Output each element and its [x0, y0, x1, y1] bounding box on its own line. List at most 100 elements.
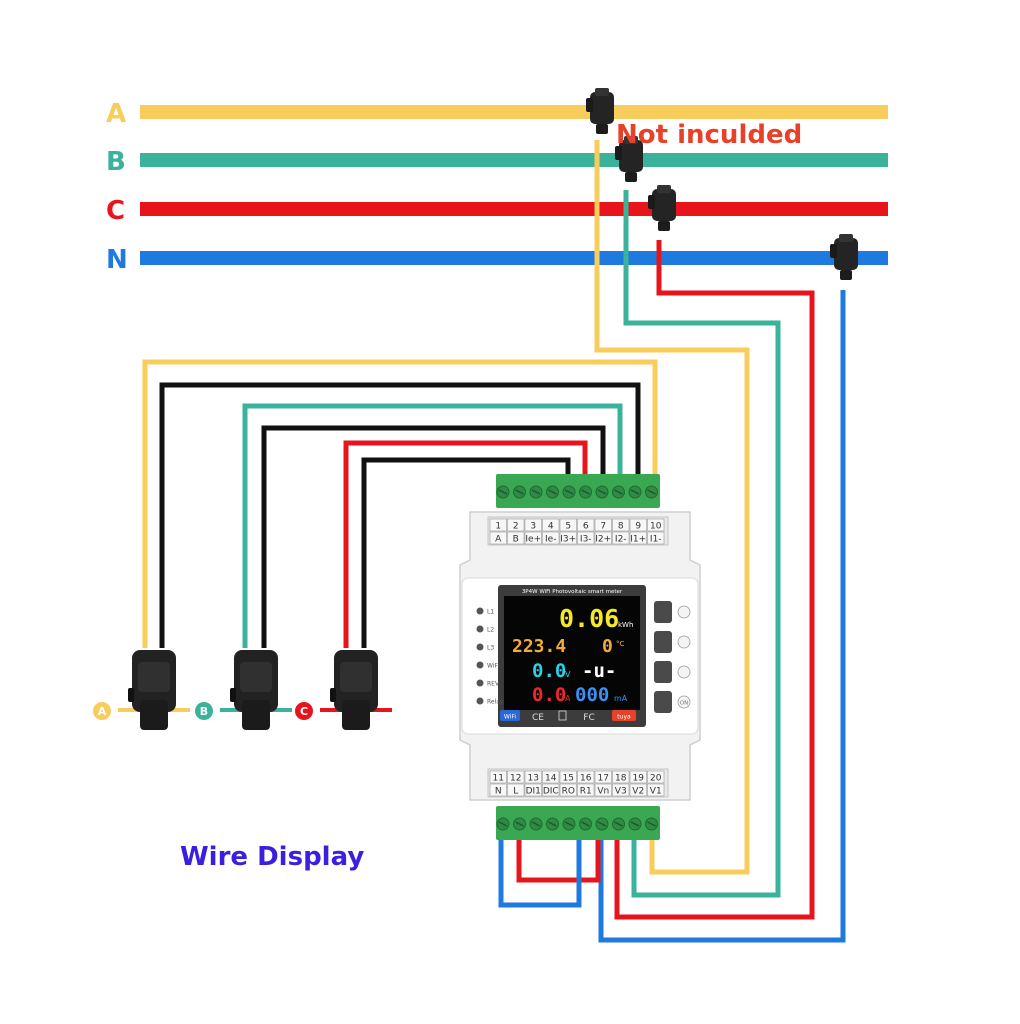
bottom-terminal-screw — [579, 817, 592, 831]
display-title: 3P4W WiFi Photovoltaic smart meter — [522, 589, 623, 595]
bottom-terminal-screw — [612, 817, 625, 831]
bottom-terminal-cell — [507, 783, 525, 797]
ct-clamp-badge — [93, 702, 111, 720]
not-included-label: Not inculded — [616, 120, 802, 150]
lcd-status: -u- — [582, 660, 616, 682]
top-terminal-cell — [559, 518, 577, 532]
panel-button[interactable] — [654, 691, 672, 713]
bottom-terminal-label: V2 — [632, 787, 644, 797]
top-terminal-cell — [647, 531, 665, 545]
bottom-terminal-cell — [647, 783, 665, 797]
top-terminal-cell — [542, 518, 560, 532]
ct-clamp-label: A — [98, 705, 107, 718]
bottom-terminal-label: V3 — [615, 787, 627, 797]
button-icon — [677, 635, 691, 649]
lcd-energy-unit: kWh — [618, 621, 633, 629]
bottom-terminal-number: 15 — [563, 774, 574, 784]
button-label: ON — [680, 701, 688, 707]
bottom-terminal-cell — [577, 770, 595, 784]
bottom-terminal-cell — [559, 783, 577, 797]
button-icon — [677, 605, 691, 619]
top-terminal-block — [496, 474, 660, 508]
top-terminal-screw — [496, 485, 510, 499]
ct-clamp-badge — [195, 702, 213, 720]
bottom-terminal-label: V1 — [650, 787, 662, 797]
panel-button[interactable] — [654, 601, 672, 623]
top-terminal-screw — [513, 485, 526, 499]
bottom-terminal-cell — [524, 783, 542, 797]
top-terminal-number: 3 — [530, 522, 536, 532]
lcd-current: 0.0 — [532, 684, 566, 706]
bottom-terminal-number: 17 — [598, 774, 609, 784]
wire-display-label: Wire Display — [180, 842, 364, 872]
lcd-energy: 0.06 — [559, 604, 619, 633]
tuya-badge-bg — [612, 710, 636, 721]
ct-clamp-label: C — [300, 705, 308, 718]
panel-button[interactable] — [654, 631, 672, 653]
panel-button[interactable] — [654, 661, 672, 683]
voltage-wires — [498, 140, 846, 943]
bottom-terminal-cell — [629, 770, 647, 784]
top-terminal-label: I1- — [650, 535, 662, 545]
tuya-badge: tuya — [617, 714, 631, 721]
bus-lines — [140, 105, 888, 265]
bottom-terminal-screw — [496, 817, 510, 831]
bottom-terminal-screw — [595, 817, 609, 831]
top-terminal-cell — [524, 531, 542, 545]
bus-label-n: N — [106, 245, 128, 275]
bottom-terminal-label: Vn — [597, 787, 609, 797]
indicator-led — [476, 607, 484, 615]
bottom-terminal-label: RO — [562, 787, 575, 797]
bottom-terminal-cell — [489, 783, 507, 797]
top-terminal-label: Ie- — [545, 535, 556, 545]
top-terminal-label: I3+ — [560, 535, 576, 545]
wifi-badge-bg — [500, 710, 520, 721]
lcd-voltage-unit: V — [565, 670, 571, 679]
lcd-leak-unit: mA — [614, 694, 628, 703]
bottom-terminal-cell — [577, 783, 595, 797]
ct-wires — [142, 359, 658, 648]
top-terminal-cell — [629, 518, 647, 532]
top-terminal-cell — [507, 518, 525, 532]
bus-label-b: B — [106, 147, 126, 177]
top-terminal-label: I3- — [580, 535, 592, 545]
bottom-terminal-cell — [559, 770, 577, 784]
bottom-terminal-block — [496, 806, 660, 840]
top-terminal-cell — [489, 531, 507, 545]
indicator-label: L3 — [487, 645, 494, 652]
bottom-terminal-cell — [612, 783, 630, 797]
top-terminal-screw — [579, 485, 592, 499]
lcd-screen — [504, 596, 640, 710]
bottom-terminal-number: 18 — [615, 774, 627, 784]
ct-wire-a-yellow — [142, 359, 658, 648]
top-terminal-screw — [562, 485, 576, 499]
bottom-terminal-number: 19 — [633, 774, 645, 784]
lcd-leak: 000 — [575, 684, 609, 706]
bottom-terminal-label: DIC — [543, 787, 559, 797]
bottom-terminal-cell — [594, 770, 612, 784]
bottom-terminal-number: 20 — [650, 774, 662, 784]
bottom-terminal-screw — [562, 817, 576, 831]
bottom-terminal-label: DI1 — [526, 787, 541, 797]
bottom-terminal-cell — [629, 783, 647, 797]
top-terminal-screw — [546, 485, 559, 499]
top-terminal-cell — [489, 518, 507, 532]
top-terminal-number: 8 — [618, 522, 624, 532]
bottom-terminal-cell — [594, 783, 612, 797]
top-terminal-label: Ie+ — [525, 535, 541, 545]
top-terminal-label: I2+ — [595, 535, 611, 545]
button-icon — [677, 665, 691, 679]
bottom-terminal-label: N — [495, 787, 502, 797]
indicator-led — [476, 661, 484, 669]
wifi-badge: WiFi — [504, 714, 516, 721]
power-wire-n — [498, 840, 582, 908]
bottom-terminal-cell — [524, 770, 542, 784]
bottom-terminal-number: 14 — [545, 774, 557, 784]
top-terminal-number: 2 — [513, 522, 519, 532]
top-terminal-number: 7 — [600, 522, 606, 532]
bottom-terminal-number: 11 — [493, 774, 504, 784]
top-terminal-screw — [612, 485, 625, 499]
bottom-terminal-number: 16 — [580, 774, 592, 784]
